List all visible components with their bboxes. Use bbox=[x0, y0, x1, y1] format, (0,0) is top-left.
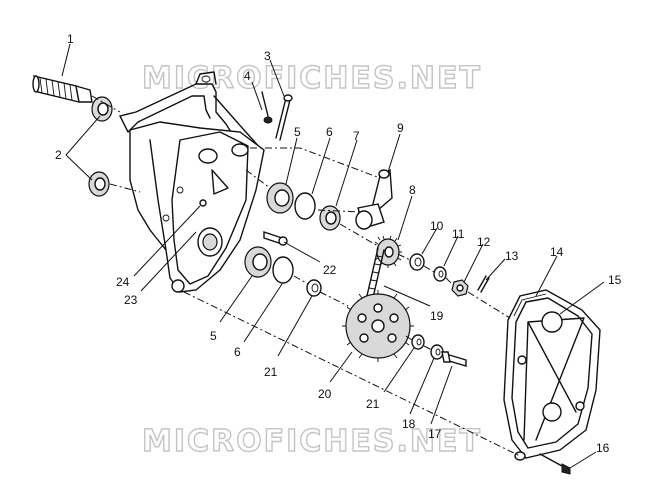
label-13: 13 bbox=[505, 249, 519, 263]
watermark-top: MICROFICHES.NET bbox=[142, 61, 482, 96]
label-20: 20 bbox=[318, 387, 332, 401]
label-6-lower: 6 bbox=[234, 345, 241, 359]
part-23-chaincase bbox=[129, 121, 265, 293]
part-4-washer bbox=[261, 91, 273, 124]
leader-lines bbox=[61, 43, 605, 469]
part-16-bolt bbox=[539, 453, 571, 475]
part-21-washer-lower bbox=[411, 334, 425, 350]
label-9: 9 bbox=[397, 121, 404, 135]
label-11: 11 bbox=[452, 227, 465, 241]
part-21-washer-upper bbox=[306, 279, 322, 297]
label-7: 7 bbox=[353, 129, 360, 143]
part-labels: 1 2 3 4 5 6 7 9 8 10 11 12 13 14 15 24 2… bbox=[55, 32, 622, 455]
watermark-bottom: MICROFICHES.NET bbox=[142, 424, 482, 459]
label-8: 8 bbox=[409, 183, 416, 197]
part-5-bearing-lower bbox=[244, 246, 272, 278]
part-12-nut bbox=[451, 279, 469, 297]
label-21-lower: 21 bbox=[366, 397, 380, 411]
label-18: 18 bbox=[402, 417, 416, 431]
label-16: 16 bbox=[596, 441, 610, 455]
label-24: 24 bbox=[116, 275, 130, 289]
label-21-upper: 21 bbox=[264, 365, 278, 379]
part-15-gasket bbox=[513, 293, 547, 317]
label-5-upper: 5 bbox=[294, 125, 301, 139]
part-24-dowel bbox=[199, 199, 207, 207]
label-6-upper: 6 bbox=[326, 125, 333, 139]
part-6-oring-lower bbox=[272, 256, 294, 284]
label-23: 23 bbox=[124, 293, 138, 307]
part-1-shaft bbox=[32, 75, 93, 103]
part-2-seals bbox=[88, 96, 113, 197]
part-22-pin bbox=[263, 231, 288, 246]
part-9-tensioner-arm bbox=[355, 168, 393, 230]
label-1: 1 bbox=[67, 32, 74, 46]
part-18-washer bbox=[430, 344, 444, 360]
part-6-oring-upper bbox=[294, 192, 316, 220]
part-11-washer bbox=[433, 266, 447, 282]
label-10: 10 bbox=[430, 219, 444, 233]
label-4: 4 bbox=[244, 69, 251, 83]
label-14: 14 bbox=[550, 245, 564, 259]
part-17-bolt bbox=[441, 351, 467, 367]
part-3-bolt bbox=[275, 94, 293, 141]
part-8-upper-sprocket bbox=[374, 235, 402, 268]
label-12: 12 bbox=[477, 235, 491, 249]
assembly-lines bbox=[91, 95, 521, 457]
part-14-cover bbox=[503, 289, 601, 461]
part-5-bearing-upper bbox=[266, 182, 294, 214]
label-19: 19 bbox=[430, 309, 444, 323]
label-2: 2 bbox=[55, 148, 62, 162]
part-13-cotter-pin bbox=[477, 275, 490, 293]
part-19-chain bbox=[365, 247, 385, 303]
label-22: 22 bbox=[323, 263, 337, 277]
label-5-lower: 5 bbox=[210, 329, 217, 343]
part-7-seal-upper bbox=[319, 205, 341, 231]
part-20-large-sprocket bbox=[342, 290, 414, 362]
label-3: 3 bbox=[264, 49, 271, 63]
label-15: 15 bbox=[608, 273, 622, 287]
part-10-washer bbox=[409, 253, 425, 271]
label-17: 17 bbox=[428, 427, 442, 441]
